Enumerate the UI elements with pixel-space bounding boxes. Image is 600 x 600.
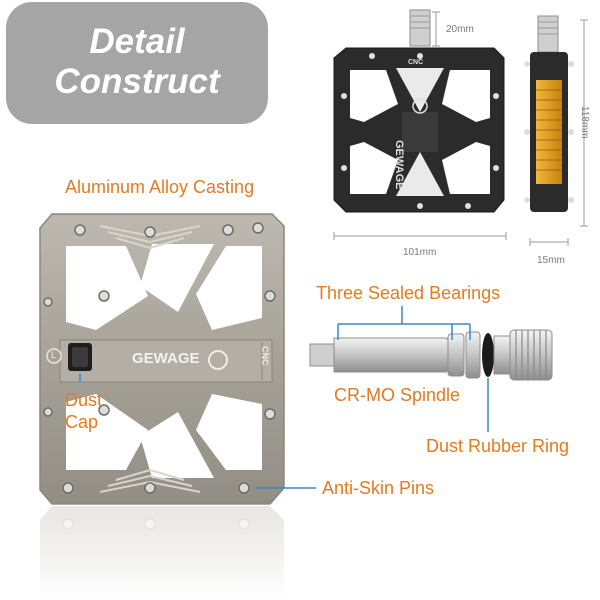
black-pedal-mark: CNC <box>408 59 424 66</box>
brand-logo: GEWAGE <box>132 350 200 367</box>
dim-stud-length: 20mm <box>446 24 474 35</box>
label-rubber-ring: Dust Rubber Ring <box>426 436 570 456</box>
cnc-mark: CNC <box>260 346 270 366</box>
side-mark: L <box>51 350 57 360</box>
dim-height: 118mm <box>579 106 590 139</box>
black-pedal-brand: GEWAGE <box>393 140 405 190</box>
title-line-1: Detail <box>89 22 185 61</box>
dim-depth: 15mm <box>537 255 565 266</box>
label-bearings: Three Sealed Bearings <box>316 283 501 303</box>
black-pedal <box>333 9 505 213</box>
spindle <box>309 329 553 381</box>
label-dust-cap-2: Cap <box>65 412 99 432</box>
pedal-reflection <box>30 504 300 600</box>
title-badge: Detail Construct <box>6 2 268 124</box>
dim-width: 101mm <box>403 247 437 258</box>
label-casting: Aluminum Alloy Casting <box>65 177 255 197</box>
dimension-lines <box>333 11 588 246</box>
label-spindle: CR-MO Spindle <box>334 385 461 405</box>
label-pins: Anti-Skin Pins <box>322 478 435 498</box>
title-line-2: Construct <box>54 62 220 101</box>
leader-lines <box>79 306 489 489</box>
label-dust-cap-1: Dust <box>65 390 103 410</box>
side-view <box>524 15 574 212</box>
